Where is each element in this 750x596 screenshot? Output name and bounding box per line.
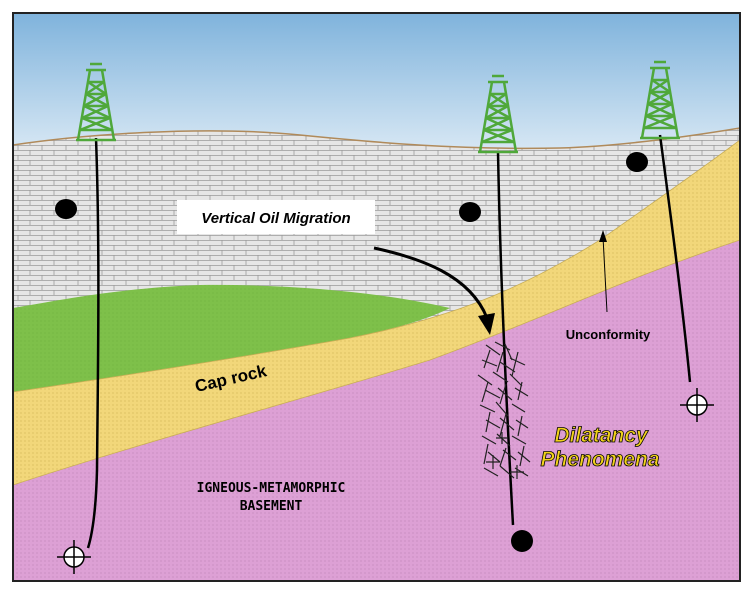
migration-arrow xyxy=(373,246,489,319)
well-left xyxy=(86,137,100,549)
oil-derrick-icon xyxy=(478,74,518,154)
oil-show-dot-icon xyxy=(459,202,481,222)
unconformity-arrowhead xyxy=(599,230,607,242)
dilatancy-fracture-zone xyxy=(477,341,531,479)
dry-hole-crosshair-icon xyxy=(680,388,714,422)
dilatancy-label-line1: Dilatancy xyxy=(554,424,649,447)
vertical-migration-label: Vertical Oil Migration xyxy=(201,210,350,227)
oil-derrick-icon xyxy=(640,60,680,140)
basement-label-line1: IGNEOUS-METAMORPHIC xyxy=(197,481,346,496)
basement-layer xyxy=(13,240,740,581)
green-sediment-layer xyxy=(13,284,450,392)
oil-show-dot-icon xyxy=(626,152,648,172)
well-right xyxy=(658,134,692,383)
migration-arrowhead xyxy=(478,313,495,335)
basement-label-line2: BASEMENT xyxy=(240,499,303,514)
unconformity-label: Unconformity xyxy=(566,327,651,342)
diagram-frame xyxy=(12,12,741,582)
well-middle xyxy=(496,151,515,526)
migration-label-box xyxy=(177,200,375,234)
oil-show-dot-icon xyxy=(55,199,77,219)
dry-hole-crosshair-icon xyxy=(57,540,91,574)
unconformity-arrow xyxy=(602,236,608,313)
oil-derrick-icon xyxy=(76,62,116,142)
oil-show-dot-icon xyxy=(511,530,533,552)
cap-rock-layer xyxy=(13,139,740,486)
dilatancy-label-line2: Phenomena xyxy=(540,448,659,471)
